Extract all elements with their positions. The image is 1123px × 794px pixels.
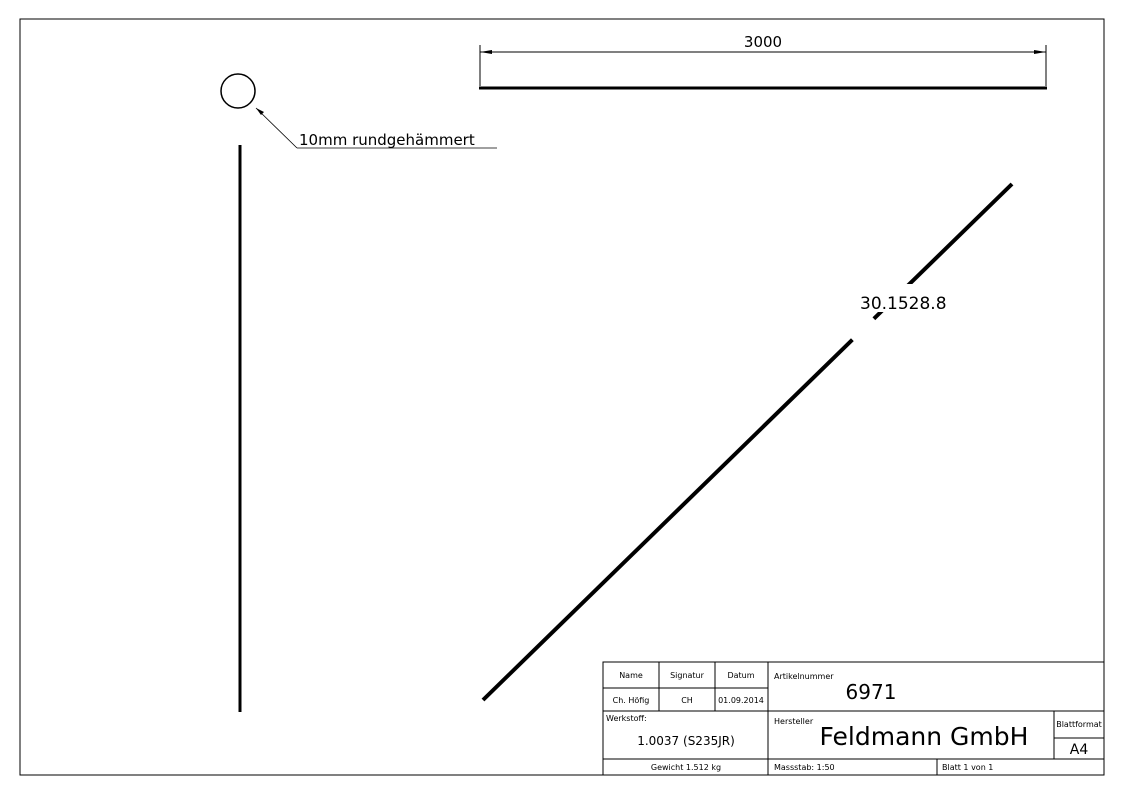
sheet-number: Blatt 1 von 1 bbox=[942, 763, 993, 772]
angle-label: 30.1528.8 bbox=[860, 294, 947, 314]
value-date: 01.09.2014 bbox=[718, 696, 764, 705]
manufacturer-name: Feldmann GmbH bbox=[820, 722, 1029, 751]
header-signature: Signatur bbox=[670, 671, 705, 680]
rod-section-circle bbox=[220, 73, 256, 109]
article-label: Artikelnummer bbox=[774, 672, 834, 681]
format-label: Blattformat bbox=[1056, 720, 1102, 729]
rod-isometric-view bbox=[481, 182, 1014, 702]
dimension-value: 3000 bbox=[744, 33, 782, 51]
value-name: Ch. Höfig bbox=[613, 696, 650, 705]
scale: Massstab: 1:50 bbox=[774, 763, 835, 772]
section-leader: 10mm rundgehämmert bbox=[255, 107, 497, 149]
article-number: 6971 bbox=[846, 680, 897, 704]
material-value: 1.0037 (S235JR) bbox=[637, 734, 735, 748]
value-signature: CH bbox=[681, 696, 693, 705]
material-label: Werkstoff: bbox=[606, 714, 647, 723]
section-note: 10mm rundgehämmert bbox=[299, 131, 475, 149]
manufacturer-label: Hersteller bbox=[774, 717, 814, 726]
header-date: Datum bbox=[727, 671, 754, 680]
format-value: A4 bbox=[1070, 742, 1089, 758]
sheet-border bbox=[19, 18, 1105, 776]
weight: Gewicht 1.512 kg bbox=[651, 763, 721, 772]
header-name: Name bbox=[619, 671, 643, 680]
title-block bbox=[602, 661, 1105, 776]
length-dimension: 3000 bbox=[479, 33, 1047, 86]
